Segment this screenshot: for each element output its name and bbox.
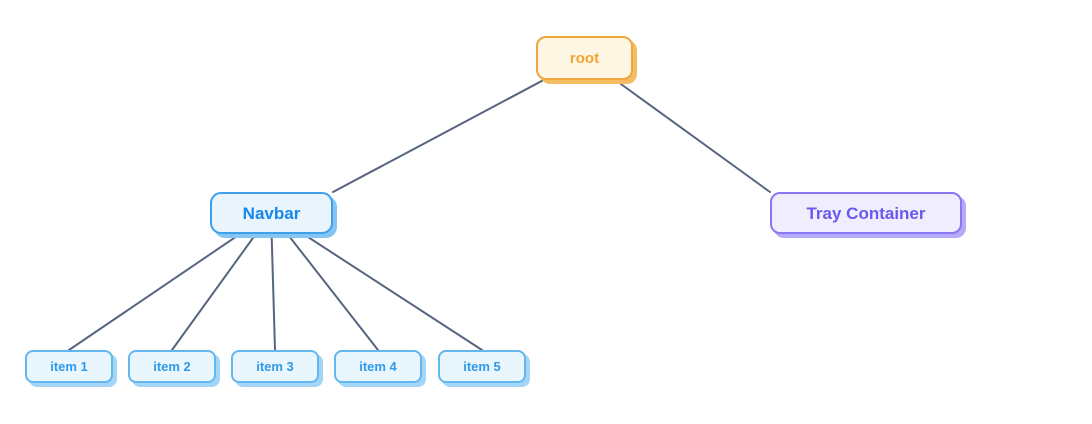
node-label: Tray Container xyxy=(806,203,926,223)
node-label: item 2 xyxy=(153,359,191,374)
node-label: Navbar xyxy=(242,203,301,223)
node-navbar[interactable]: Navbar xyxy=(210,192,333,234)
edge-navbar-item-4 xyxy=(270,212,379,351)
edge-root-tray-container xyxy=(584,57,771,193)
node-item-3[interactable]: item 3 xyxy=(231,350,319,383)
node-item-5[interactable]: item 5 xyxy=(438,350,526,383)
node-label: item 1 xyxy=(50,359,88,374)
node-item-1[interactable]: item 1 xyxy=(25,350,113,383)
node-label: root xyxy=(569,49,600,67)
edge-navbar-item-5 xyxy=(270,212,483,351)
edge-root-navbar xyxy=(332,57,586,193)
edge-navbar-item-3 xyxy=(270,212,276,351)
node-root[interactable]: root xyxy=(536,36,633,80)
node-tray-container[interactable]: Tray Container xyxy=(770,192,962,234)
node-label: item 5 xyxy=(463,359,501,374)
node-label: item 4 xyxy=(359,359,397,374)
edge-navbar-item-2 xyxy=(171,212,272,351)
node-item-4[interactable]: item 4 xyxy=(334,350,422,383)
node-label: item 3 xyxy=(256,359,294,374)
edge-navbar-item-1 xyxy=(68,212,272,351)
node-item-2[interactable]: item 2 xyxy=(128,350,216,383)
